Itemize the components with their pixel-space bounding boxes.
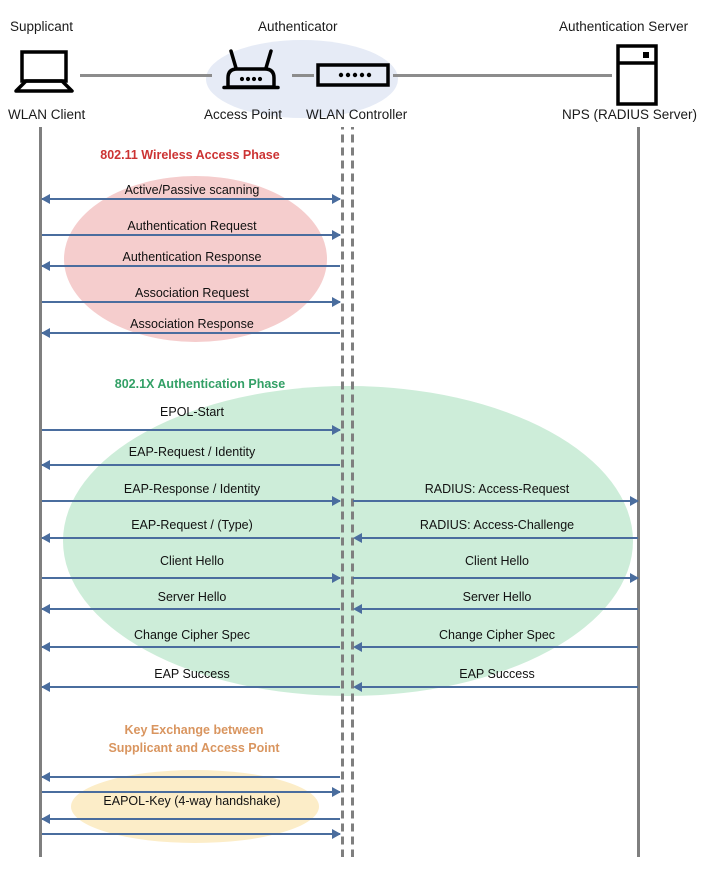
device-label-wlan-controller: WLAN Controller — [306, 107, 408, 122]
message-label: Active/Passive scanning — [124, 183, 260, 197]
message-line — [42, 537, 340, 539]
message-line-right — [355, 686, 638, 688]
link-client-ap — [80, 74, 212, 77]
message-label: EAP-Request / Identity — [128, 445, 256, 459]
message-label: Authentication Response — [122, 250, 262, 264]
message-label-right: EAP Success — [459, 667, 535, 681]
arrowhead-right-icon — [630, 496, 639, 506]
message-line — [42, 332, 340, 334]
message-line — [42, 234, 340, 236]
message-label: Association Request — [135, 286, 249, 300]
message-line — [42, 301, 340, 303]
arrowhead-left-icon — [41, 328, 50, 338]
message-line — [42, 608, 340, 610]
device-label-access-point: Access Point — [204, 107, 283, 122]
message-label-right: Server Hello — [462, 590, 532, 604]
device-label-wlan-client: WLAN Client — [8, 107, 86, 122]
arrowhead-right-icon — [332, 829, 341, 839]
message-label: EAPOL-Key (4-way handshake) — [103, 794, 281, 808]
arrowhead-right-icon — [332, 496, 341, 506]
phase-title-802-11: 802.11 Wireless Access Phase — [100, 148, 280, 162]
arrowhead-right-icon — [332, 787, 341, 797]
arrowhead-left-icon — [41, 814, 50, 824]
role-label-authentication-server: Authentication Server — [559, 19, 689, 34]
message-label-right: Change Cipher Spec — [438, 628, 556, 642]
role-label-supplicant: Supplicant — [10, 19, 74, 34]
access-point-icon — [215, 48, 287, 96]
arrowhead-right-icon — [332, 230, 341, 240]
arrowhead-left-icon — [353, 682, 362, 692]
message-line — [42, 500, 340, 502]
message-line — [42, 577, 340, 579]
authenticator-group-ellipse — [206, 40, 398, 118]
message-line — [42, 429, 340, 431]
message-line — [42, 791, 340, 793]
message-line-right — [353, 577, 638, 579]
arrowhead-right-icon — [332, 297, 341, 307]
arrowhead-right-icon — [332, 573, 341, 583]
lifeline-authenticator-right — [351, 127, 354, 857]
wlan-controller-icon — [316, 62, 390, 88]
arrowhead-left-icon — [41, 261, 50, 271]
arrowhead-right-icon — [630, 573, 639, 583]
message-line-right — [353, 500, 638, 502]
arrowhead-left-icon — [41, 194, 50, 204]
arrowhead-left-icon — [41, 642, 50, 652]
message-line-right — [355, 646, 638, 648]
arrowhead-left-icon — [41, 533, 50, 543]
message-line — [42, 198, 340, 200]
lifeline-authentication-server — [637, 127, 640, 857]
arrowhead-left-icon — [353, 604, 362, 614]
phase-key-exchange-ellipse — [71, 770, 319, 843]
phase-title-key-exchange: Key Exchange between Supplicant and Acce… — [108, 723, 280, 755]
lifeline-supplicant — [39, 127, 42, 857]
message-line — [42, 646, 340, 648]
message-label: Server Hello — [157, 590, 227, 604]
message-label: EAP Success — [154, 667, 230, 681]
arrowhead-left-icon — [41, 682, 50, 692]
message-label-right: Client Hello — [465, 554, 529, 568]
message-label: EAP-Request / (Type) — [131, 518, 253, 532]
phase-802-1x-ellipse — [63, 386, 633, 696]
laptop-icon — [12, 50, 76, 96]
message-label-right: RADIUS: Access-Challenge — [419, 518, 575, 532]
arrowhead-left-icon — [41, 772, 50, 782]
message-line — [42, 265, 340, 267]
message-line — [42, 833, 340, 835]
role-label-authenticator: Authenticator — [258, 19, 338, 34]
arrowhead-left-icon — [41, 604, 50, 614]
message-label: Client Hello — [160, 554, 224, 568]
message-label-right: RADIUS: Access-Request — [424, 482, 570, 496]
arrowhead-left-icon — [353, 533, 362, 543]
lifeline-authenticator-left — [341, 127, 344, 857]
message-label: EPOL-Start — [160, 405, 224, 419]
link-controller-server — [393, 74, 612, 77]
arrowhead-left-icon — [353, 642, 362, 652]
server-icon — [615, 44, 661, 106]
message-line — [42, 686, 340, 688]
arrowhead-left-icon — [41, 460, 50, 470]
message-line — [42, 818, 340, 820]
message-label: Authentication Request — [127, 219, 257, 233]
message-line — [42, 464, 340, 466]
message-line-right — [355, 537, 638, 539]
link-ap-controller — [292, 74, 314, 77]
message-line — [42, 776, 340, 778]
phase-802-11-ellipse — [64, 176, 327, 342]
device-label-nps-radius-server: NPS (RADIUS Server) — [562, 107, 698, 122]
message-label: EAP-Response / Identity — [123, 482, 261, 496]
message-label: Association Response — [130, 317, 254, 331]
phase-title-802-1x: 802.1X Authentication Phase — [114, 377, 286, 391]
arrowhead-right-icon — [332, 425, 341, 435]
arrowhead-right-icon — [332, 194, 341, 204]
message-line-right — [355, 608, 638, 610]
message-label: Change Cipher Spec — [133, 628, 251, 642]
